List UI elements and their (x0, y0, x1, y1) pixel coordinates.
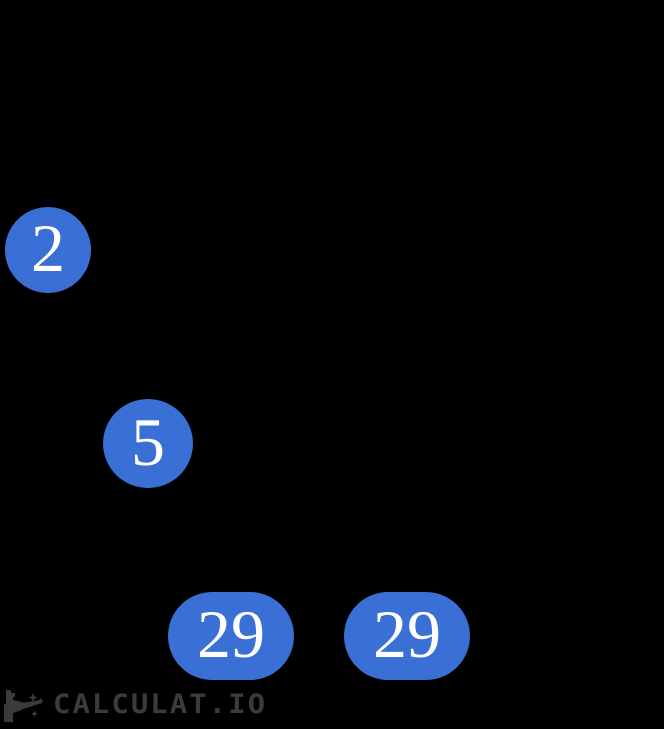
node-value: 29 (373, 596, 441, 672)
magic-wand-icon (2, 684, 48, 724)
tree-node-29-left: 29 (168, 592, 294, 680)
watermark: CALCULAT.IO (2, 684, 267, 724)
tree-node-2: 2 (5, 207, 91, 293)
watermark-label: CALCULAT.IO (53, 687, 268, 720)
node-value: 5 (131, 403, 165, 480)
node-value: 2 (31, 210, 65, 286)
node-value: 29 (197, 596, 265, 672)
tree-node-5: 5 (103, 399, 193, 488)
tree-node-29-right: 29 (344, 592, 470, 680)
